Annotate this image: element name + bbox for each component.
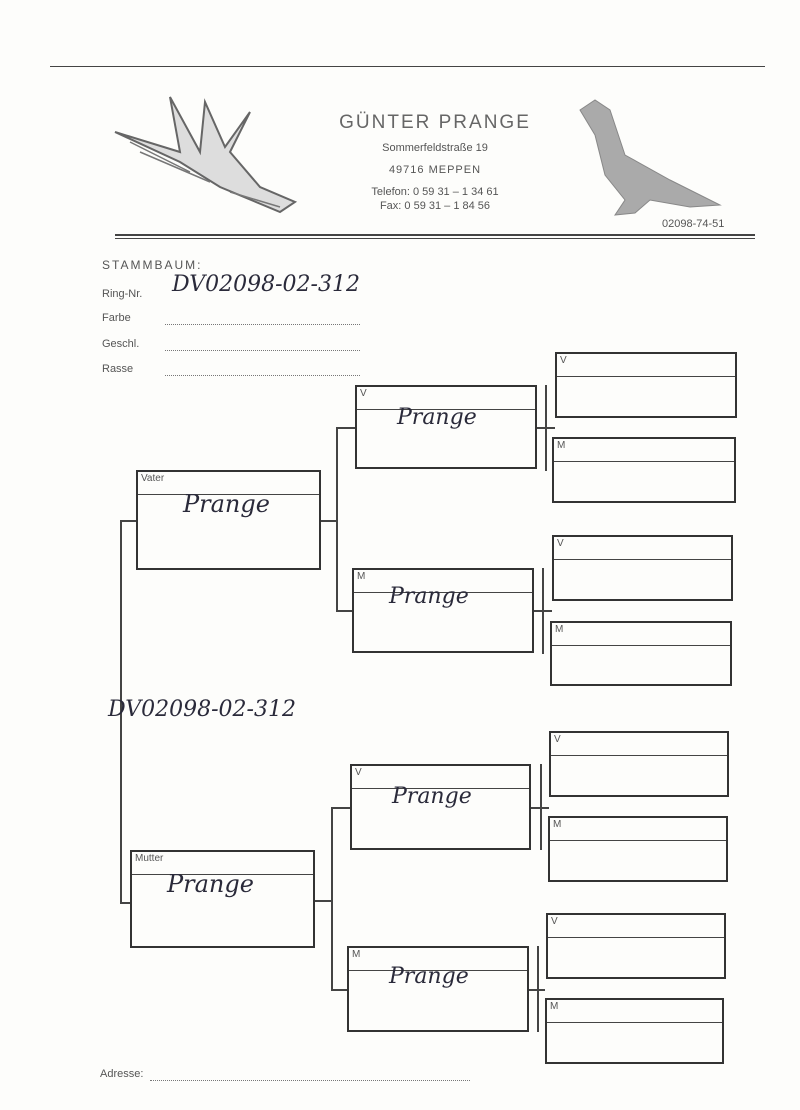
dove-logo-icon <box>114 96 298 214</box>
breed-field[interactable] <box>165 375 360 376</box>
subject-ring: DV02098-02-312 <box>108 697 296 722</box>
color-label: Farbe <box>102 312 131 324</box>
connector <box>336 610 352 612</box>
father-value: Prange <box>183 490 270 518</box>
connector <box>336 427 355 429</box>
connector <box>315 900 331 902</box>
phone: Telefon: 0 59 31 – 1 34 61 <box>371 186 499 198</box>
great-grandparent-box[interactable]: M <box>550 621 732 686</box>
box-label: V <box>554 734 561 745</box>
father-label: Vater <box>141 473 165 484</box>
box-label: V <box>360 388 367 399</box>
box-label: V <box>355 767 362 778</box>
connector <box>331 989 347 991</box>
ring-value[interactable]: DV02098-02-312 <box>172 272 360 297</box>
box-label: V <box>557 538 564 549</box>
connector <box>531 807 549 809</box>
box-label: M <box>555 624 564 635</box>
great-grandparent-box[interactable]: M <box>545 998 724 1064</box>
grandparent-box[interactable]: V Prange <box>355 385 537 469</box>
grandparent-box[interactable]: M Prange <box>352 568 534 653</box>
father-box[interactable]: Vater Prange <box>136 470 321 570</box>
connector <box>534 610 552 612</box>
box-label: V <box>551 916 558 927</box>
mother-box[interactable]: Mutter Prange <box>130 850 315 948</box>
sex-field[interactable] <box>165 350 360 351</box>
box-value: Prange <box>389 584 469 609</box>
fax: Fax: 0 59 31 – 1 84 56 <box>379 200 491 212</box>
box-label: M <box>352 949 361 960</box>
grandparent-box[interactable]: M Prange <box>347 946 529 1032</box>
box-label: M <box>553 819 562 830</box>
great-grandparent-box[interactable]: V <box>552 535 733 601</box>
breed-label: Rasse <box>102 363 134 375</box>
great-grandparent-box[interactable]: V <box>555 352 737 418</box>
box-label: M <box>550 1001 559 1012</box>
mother-value: Prange <box>167 870 254 898</box>
header-rule-thin <box>115 238 755 239</box>
box-label: V <box>560 355 567 366</box>
connector <box>331 807 350 809</box>
connector <box>120 902 130 904</box>
mother-label: Mutter <box>135 853 164 864</box>
color-field[interactable] <box>165 324 360 325</box>
box-label: M <box>357 571 366 582</box>
box-value: Prange <box>389 964 469 989</box>
form-title: STAMMBAUM: <box>102 258 203 272</box>
connector <box>537 427 555 429</box>
ring-code: 02098-74-51 <box>662 218 725 230</box>
great-grandparent-box[interactable]: M <box>548 816 728 882</box>
header-rule <box>115 234 755 236</box>
ring-label: Ring-Nr. <box>102 288 143 300</box>
great-grandparent-box[interactable]: V <box>546 913 726 979</box>
street-address: Sommerfeldstraße 19 <box>382 142 488 154</box>
box-label: M <box>557 440 566 451</box>
connector <box>336 427 338 611</box>
connector <box>120 520 136 522</box>
top-rule <box>50 66 765 67</box>
box-value: Prange <box>397 405 477 430</box>
sex-label: Geschl. <box>102 338 140 350</box>
great-grandparent-box[interactable]: V <box>549 731 729 797</box>
city: 49716 MEPPEN <box>388 164 482 176</box>
connector <box>529 989 545 991</box>
company-name: GÜNTER PRANGE <box>339 112 531 133</box>
address-label: Adresse: <box>100 1068 144 1080</box>
great-grandparent-box[interactable]: M <box>552 437 736 503</box>
pigeon-image-icon <box>579 99 722 216</box>
connector <box>321 520 336 522</box>
box-value: Prange <box>392 784 472 809</box>
connector <box>120 520 122 903</box>
address-field[interactable] <box>150 1080 470 1081</box>
grandparent-box[interactable]: V Prange <box>350 764 531 850</box>
connector <box>331 807 333 990</box>
